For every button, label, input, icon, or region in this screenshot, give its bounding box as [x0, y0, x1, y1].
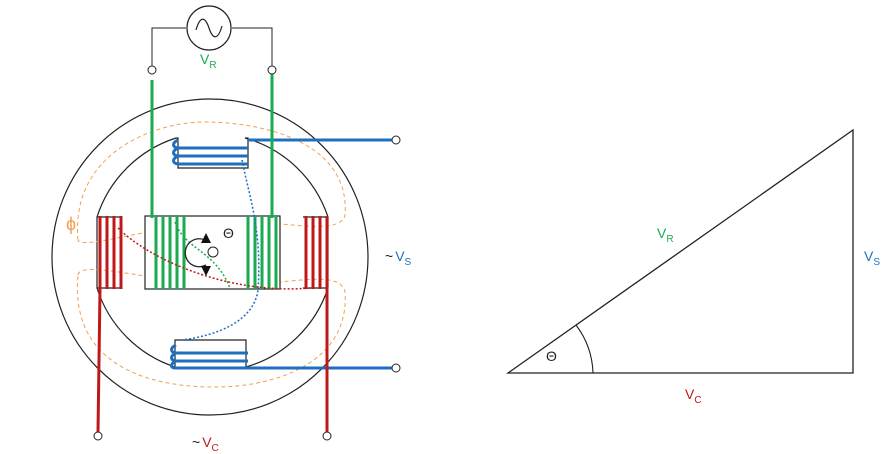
- vector-triangle: Θ VR VS VC: [505, 128, 880, 406]
- coupling-green: [174, 221, 231, 289]
- terminal-vc-left: [93, 431, 103, 441]
- stator-outer-ring: [51, 98, 369, 416]
- terminal-vs-bottom: [391, 363, 401, 373]
- terminal-vc-right: [322, 431, 332, 441]
- stator-c-winding: [96, 216, 329, 433]
- triangle-label-vc: VC: [685, 386, 702, 406]
- rotor-pivot: [207, 246, 219, 258]
- source-wire: [151, 27, 273, 68]
- label-phi: ϕ: [66, 214, 76, 234]
- terminal-vr-right: [267, 65, 277, 75]
- flux-path-lower: [76, 269, 346, 388]
- label-vc: ~VC: [192, 434, 219, 454]
- triangle-theta: Θ: [546, 348, 557, 364]
- coupling-red: [117, 227, 311, 290]
- terminal-vr-left: [147, 65, 157, 75]
- label-theta-rotor: Θ: [223, 225, 234, 241]
- terminal-vs-top: [391, 135, 401, 145]
- triangle-label-vs: VS: [864, 248, 880, 268]
- stator-s-top-winding: [172, 138, 393, 166]
- resolver-schematic: VR ~VS ~VC Θ ϕ: [51, 5, 412, 454]
- sine-glyph: [195, 18, 223, 38]
- label-vs: ~VS: [385, 248, 412, 268]
- triangle-outline: [505, 128, 854, 374]
- label-vr: VR: [200, 51, 217, 71]
- rotation-arrow-icon: [184, 238, 207, 268]
- theta-arc: [575, 324, 594, 374]
- triangle-label-vr: VR: [657, 225, 674, 245]
- rotor-winding: [150, 72, 278, 289]
- stator-s-bottom-winding: [170, 138, 393, 370]
